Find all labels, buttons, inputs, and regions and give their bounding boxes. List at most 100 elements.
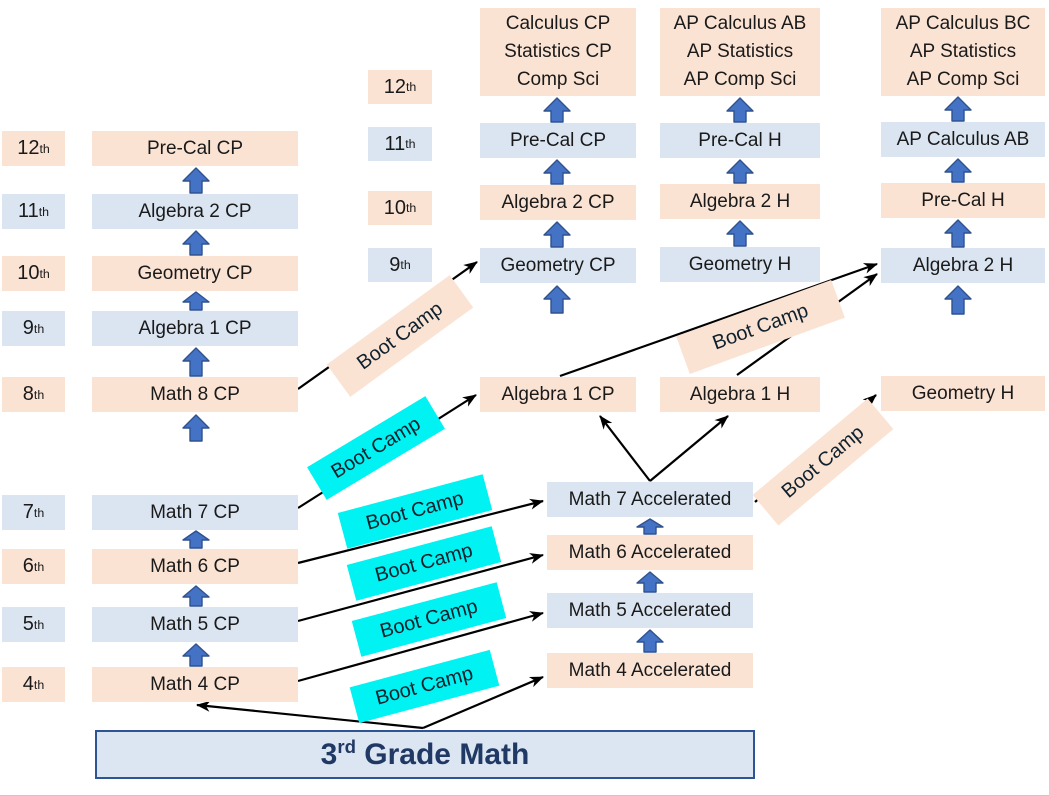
course-box-advanced-12th-options: AP Calculus BC AP Statistics AP Comp Sci xyxy=(881,8,1045,96)
block-arrow-up-13 xyxy=(636,518,664,535)
block-arrow-up-6 xyxy=(182,530,210,549)
course-label: Pre-Cal H xyxy=(921,189,1005,211)
course-label: Geometry H xyxy=(911,382,1015,404)
course-label: Geometry H xyxy=(688,253,792,275)
course-box-honors-algebra-1-h: Algebra 1 H xyxy=(660,377,820,412)
course-box-mid-algebra-1-cp: Algebra 1 CP xyxy=(480,377,636,412)
block-arrow-up-2 xyxy=(182,230,210,256)
course-label: Geometry CP xyxy=(137,262,253,284)
course-box-left-pre-cal-cp: Pre-Cal CP xyxy=(92,131,298,166)
block-arrow-up-3 xyxy=(182,291,210,311)
connector-arrow-8 xyxy=(599,415,651,482)
course-label: Math 8 CP xyxy=(150,383,240,405)
course-label: Statistics CP xyxy=(504,41,612,62)
course-box-accel-math-7: Math 7 Accelerated xyxy=(547,482,753,517)
course-box-honors-12th-options: AP Calculus AB AP Statistics AP Comp Sci xyxy=(660,8,820,96)
course-box-mid-12th-options: Calculus CP Statistics CP Comp Sci xyxy=(480,8,636,96)
block-arrow-up-4 xyxy=(182,347,210,377)
block-arrow-up-1 xyxy=(182,167,210,194)
course-label: Comp Sci xyxy=(516,69,600,90)
title-prefix: 3 xyxy=(320,737,338,771)
course-box-accel-math-5: Math 5 Accelerated xyxy=(547,593,753,628)
course-label: Math 7 Accelerated xyxy=(568,488,732,510)
course-label: Calculus CP xyxy=(505,13,611,34)
block-arrow-up-22 xyxy=(944,285,972,315)
course-label: AP Calculus AB xyxy=(673,13,807,34)
course-label: AP Statistics xyxy=(686,41,794,62)
connector-arrow-7 xyxy=(196,700,424,730)
course-label: Algebra 2 CP xyxy=(138,200,252,222)
course-label: Math 5 Accelerated xyxy=(568,599,732,621)
course-label: Algebra 2 CP xyxy=(501,191,615,213)
course-box-advanced-ap-calculus-ab: AP Calculus AB xyxy=(881,122,1045,157)
connector-arrow-6 xyxy=(422,675,544,730)
course-box-honors-pre-cal-h: Pre-Cal H xyxy=(660,123,820,158)
block-arrow-up-7 xyxy=(182,585,210,607)
course-label: AP Statistics xyxy=(909,41,1017,62)
course-label: Math 5 CP xyxy=(150,613,240,635)
block-arrow-up-12 xyxy=(543,285,571,314)
course-label: AP Comp Sci xyxy=(683,69,797,90)
course-label: Math 6 CP xyxy=(150,555,240,577)
course-box-left-algebra-1-cp: Algebra 1 CP xyxy=(92,311,298,346)
course-label: Geometry CP xyxy=(500,254,616,276)
block-arrow-up-21 xyxy=(944,219,972,248)
course-label: Pre-Cal CP xyxy=(509,129,607,151)
course-box-left-math-6-cp: Math 6 CP xyxy=(92,549,298,584)
course-label: Algebra 2 H xyxy=(689,190,791,212)
course-label: Algebra 1 CP xyxy=(138,317,252,339)
page-title: 3rd Grade Math xyxy=(320,735,530,772)
block-arrow-up-9 xyxy=(543,97,571,123)
course-label: AP Calculus AB xyxy=(896,128,1030,150)
title-rest: Grade Math xyxy=(355,737,530,771)
course-box-mid-algebra-2-cp: Algebra 2 CP xyxy=(480,185,636,220)
course-box-left-math-4-cp: Math 4 CP xyxy=(92,667,298,702)
course-label: Pre-Cal H xyxy=(698,129,782,151)
course-label: Algebra 1 CP xyxy=(501,383,615,405)
course-label: Algebra 1 H xyxy=(689,383,791,405)
block-arrow-up-8 xyxy=(182,643,210,667)
course-box-left-algebra-2-cp: Algebra 2 CP xyxy=(92,194,298,229)
course-label: Algebra 2 H xyxy=(912,254,1014,276)
connector-arrow-3 xyxy=(297,498,544,565)
connector-arrow-4 xyxy=(297,553,544,623)
course-box-advanced-geometry-h: Geometry H xyxy=(881,376,1045,411)
block-arrow-up-10 xyxy=(543,159,571,185)
block-arrow-up-18 xyxy=(726,220,754,247)
block-arrow-up-20 xyxy=(944,158,972,183)
course-box-mid-pre-cal-cp: Pre-Cal CP xyxy=(480,123,636,158)
course-box-accel-math-6: Math 6 Accelerated xyxy=(547,535,753,570)
course-label: AP Calculus BC xyxy=(895,13,1031,34)
title-superscript: rd xyxy=(337,735,356,757)
connector-arrow-9 xyxy=(649,415,729,482)
course-box-left-math-8-cp: Math 8 CP xyxy=(92,377,298,412)
course-label: Math 6 Accelerated xyxy=(568,541,732,563)
block-arrow-up-5 xyxy=(182,414,210,442)
course-box-mid-geometry-cp: Geometry CP xyxy=(480,248,636,283)
course-label: AP Comp Sci xyxy=(906,69,1020,90)
course-box-honors-algebra-2-h: Algebra 2 H xyxy=(660,184,820,219)
course-box-advanced-algebra-2-h: Algebra 2 H xyxy=(881,248,1045,283)
course-box-advanced-pre-cal-h: Pre-Cal H xyxy=(881,183,1045,218)
course-label: Pre-Cal CP xyxy=(146,137,244,159)
course-label: Math 4 CP xyxy=(150,673,240,695)
course-box-accel-math-4: Math 4 Accelerated xyxy=(547,653,753,688)
course-box-honors-geometry-h: Geometry H xyxy=(660,247,820,282)
course-box-left-math-7-cp: Math 7 CP xyxy=(92,495,298,530)
block-arrow-up-16 xyxy=(726,97,754,123)
block-arrow-up-17 xyxy=(726,159,754,184)
connector-arrow-5 xyxy=(297,611,544,683)
